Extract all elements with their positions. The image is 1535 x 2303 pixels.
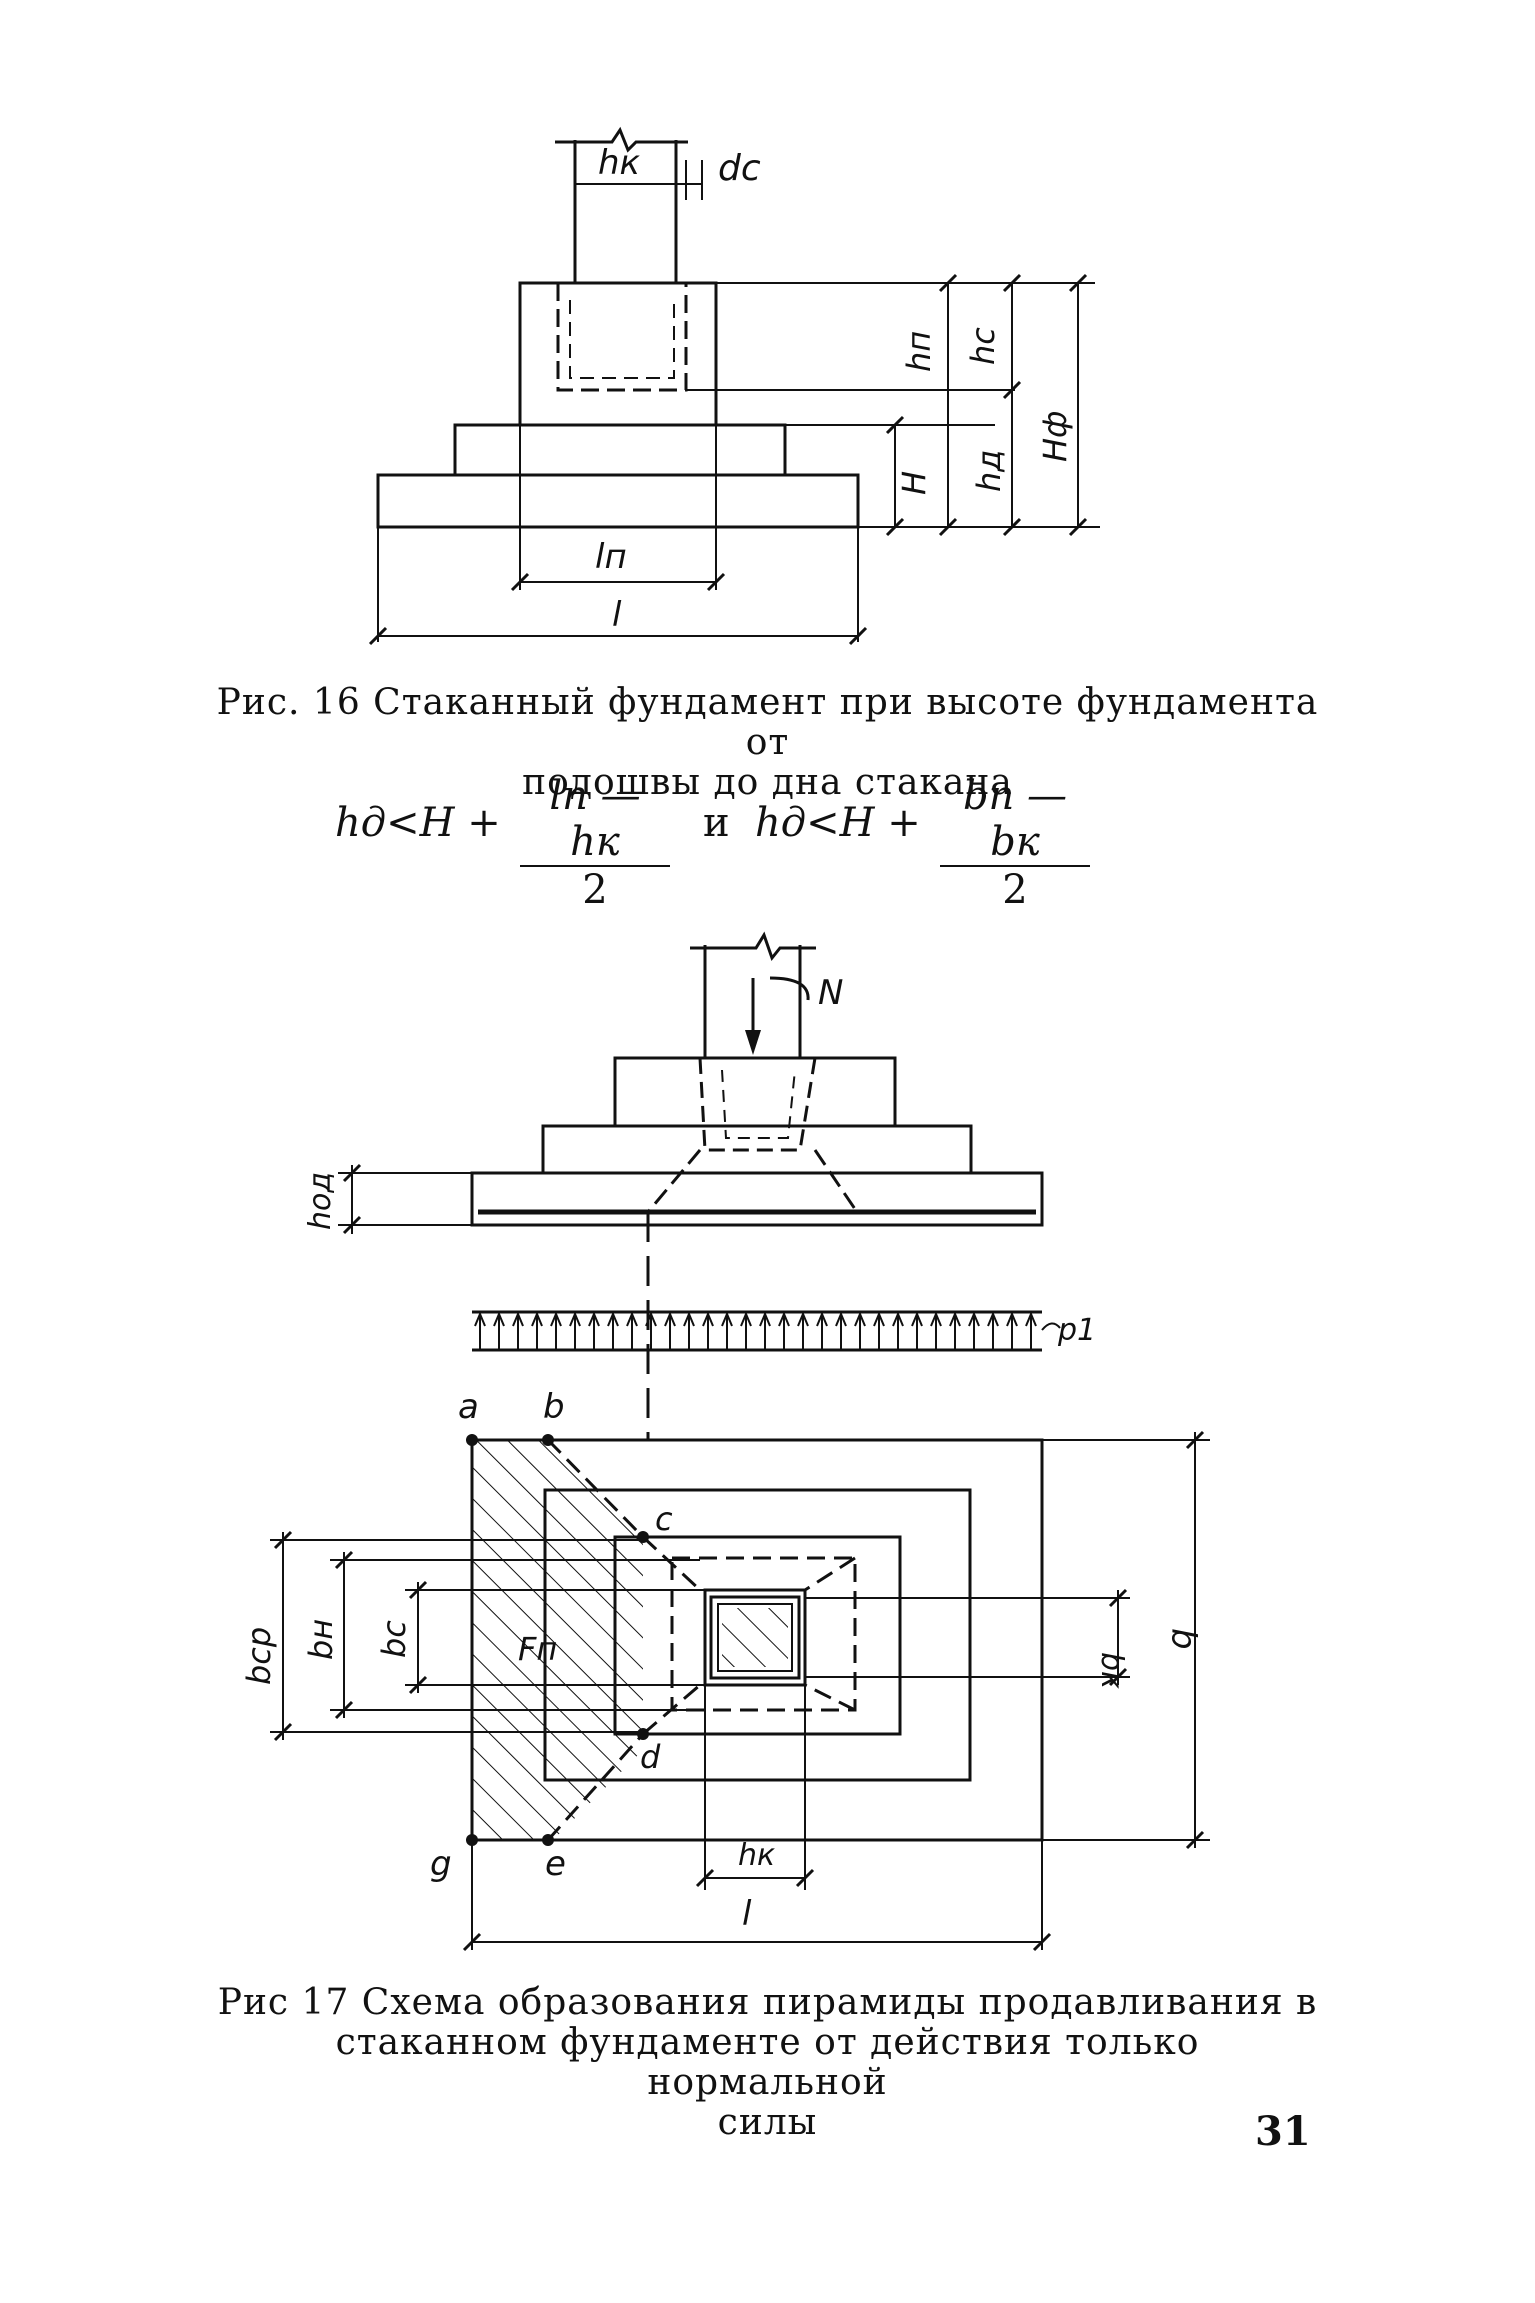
figure-16-caption-line1: Рис. 16 Стаканный фундамент при высоте ф… bbox=[216, 682, 1319, 763]
fig17-label-p1: p1 bbox=[1057, 1313, 1096, 1348]
pressure-arrow-head bbox=[1025, 1311, 1037, 1327]
fig16-label-l: l bbox=[612, 595, 622, 635]
fig16-label-hf: Hф bbox=[1036, 411, 1074, 462]
pressure-arrow-head bbox=[930, 1311, 942, 1327]
fig17-label-bc: bc bbox=[375, 1620, 413, 1658]
formula-left-lhs: hд<H + bbox=[335, 800, 501, 846]
figure-17-caption-line3: силы bbox=[717, 2102, 818, 2143]
figure-17-caption: Рис 17 Схема образования пирамиды продав… bbox=[210, 1983, 1325, 2143]
pressure-arrow-head bbox=[816, 1311, 828, 1327]
pressure-arrow-head bbox=[474, 1311, 486, 1327]
fig17-label-g: g bbox=[430, 1844, 452, 1884]
figure-16-caption-line2: подошвы до дна стакана bbox=[522, 762, 1013, 803]
pressure-arrow-head bbox=[854, 1311, 866, 1327]
fig16-label-dc: dc bbox=[718, 148, 761, 189]
pressure-arrow-head bbox=[683, 1311, 695, 1327]
pressure-arrow-head bbox=[588, 1311, 600, 1327]
pressure-arrow-head bbox=[949, 1311, 961, 1327]
pressure-arrow-head bbox=[968, 1311, 980, 1327]
fig16-label-H: H bbox=[895, 471, 933, 495]
pressure-arrow-head bbox=[740, 1311, 752, 1327]
fig17-label-e: e bbox=[545, 1844, 566, 1884]
pressure-arrow-head bbox=[797, 1311, 809, 1327]
pressure-arrow-head bbox=[721, 1311, 733, 1327]
fig17-label-b-point: b bbox=[543, 1387, 565, 1427]
pressure-arrow-head bbox=[645, 1311, 657, 1327]
fig17-label-d: d bbox=[640, 1738, 661, 1776]
formula-right-fraction: bп — bк 2 bbox=[940, 773, 1090, 913]
fig17-label-N: N bbox=[818, 973, 843, 1013]
formula-conjunction: и bbox=[703, 800, 730, 846]
pressure-arrow-head bbox=[664, 1311, 676, 1327]
formula-right-denominator: 2 bbox=[1002, 867, 1028, 913]
fig17-label-bcp: bcp bbox=[240, 1627, 278, 1685]
pressure-arrow-head bbox=[987, 1311, 999, 1327]
figure-16-caption: Рис. 16 Стаканный фундамент при высоте ф… bbox=[200, 683, 1335, 803]
formula-right-numerator: bп — bк bbox=[940, 773, 1090, 867]
pressure-arrow-head bbox=[835, 1311, 847, 1327]
formula-left-numerator: lп — hк bbox=[520, 773, 670, 867]
figure-17-caption-line2: стаканном фундаменте от действия только … bbox=[335, 2022, 1200, 2103]
pressure-arrow-head bbox=[531, 1311, 543, 1327]
fig16-label-hc: hc bbox=[964, 327, 1002, 365]
fig17-label-b: b bbox=[1163, 1628, 1203, 1650]
fig17-label-bk: bк bbox=[1094, 1652, 1129, 1689]
fig16-label-ln: lп bbox=[595, 537, 627, 577]
formula-left-fraction: lп — hк 2 bbox=[520, 773, 670, 913]
fig17-label-hk: hк bbox=[738, 1838, 775, 1873]
fig16-label-hd: hд bbox=[970, 450, 1008, 492]
fig16-label-hn: hп bbox=[900, 331, 938, 372]
pressure-arrow-head bbox=[778, 1311, 790, 1327]
pressure-arrow-head bbox=[873, 1311, 885, 1327]
pressure-arrow-head bbox=[493, 1311, 505, 1327]
formula-left-denominator: 2 bbox=[582, 867, 608, 913]
fig17-label-l: l bbox=[742, 1894, 752, 1934]
fig17-label-c: c bbox=[655, 1500, 673, 1538]
page-number: 31 bbox=[1255, 2108, 1311, 2155]
fig17-label-bn: bн bbox=[302, 1619, 340, 1660]
pressure-arrow-head bbox=[911, 1311, 923, 1327]
formula-right-lhs: hд<H + bbox=[755, 800, 921, 846]
fig17-label-a: a bbox=[458, 1387, 479, 1427]
figure-17-caption-line1: Рис 17 Схема образования пирамиды продав… bbox=[217, 1982, 1318, 2023]
pressure-arrow-head bbox=[512, 1311, 524, 1327]
pressure-arrow-head bbox=[607, 1311, 619, 1327]
fig17-label-Fn: Fп bbox=[518, 1630, 557, 1668]
pressure-arrow-head bbox=[626, 1311, 638, 1327]
fig16-label-hk: hк bbox=[598, 143, 641, 183]
fig17-label-hod: hод bbox=[303, 1172, 338, 1230]
pressure-arrow-head bbox=[892, 1311, 904, 1327]
pressure-arrow-head bbox=[569, 1311, 581, 1327]
pressure-arrow-head bbox=[702, 1311, 714, 1327]
pressure-arrow-head bbox=[759, 1311, 771, 1327]
pressure-arrow-head bbox=[1006, 1311, 1018, 1327]
pressure-arrow-head bbox=[550, 1311, 562, 1327]
